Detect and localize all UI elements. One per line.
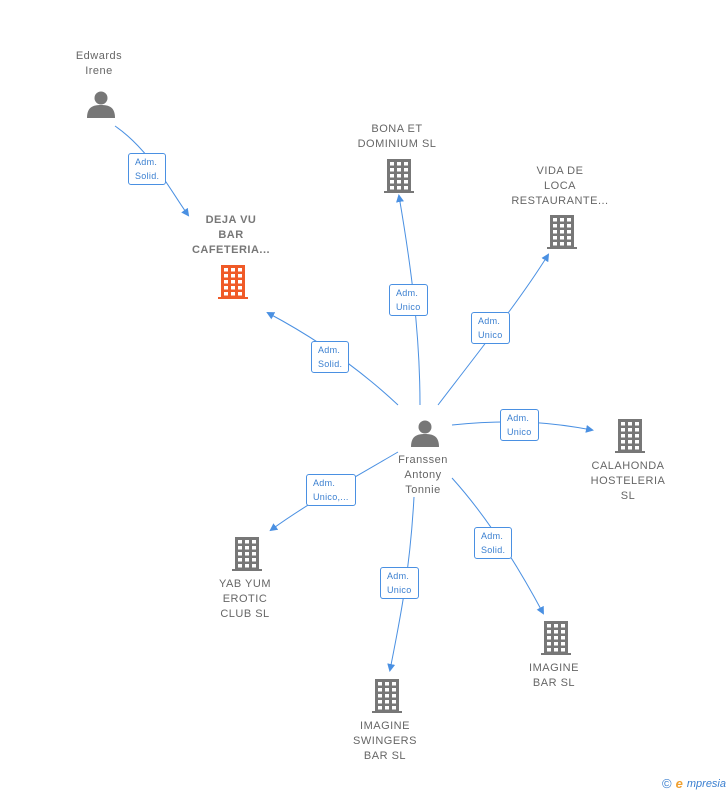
node-label-imagine_bar[interactable]: IMAGINE BAR SL <box>529 662 579 689</box>
edge-label[interactable]: Adm. Unico,... <box>306 474 356 506</box>
node-label-vida_de[interactable]: VIDA DE LOCA RESTAURANTE... <box>511 164 609 207</box>
edge-label[interactable]: Adm. Unico <box>500 409 539 441</box>
node-label-deja_vu[interactable]: DEJA VU BAR CAFETERIA... <box>191 213 271 256</box>
edge-label[interactable]: Adm. Solid. <box>474 527 513 559</box>
edge-label[interactable]: Adm. Unico <box>380 567 419 599</box>
node-label-bona_et[interactable]: BONA ET DOMINIUM SL <box>357 123 437 150</box>
building-icon-calahonda[interactable] <box>615 419 645 453</box>
brand-initial: e <box>675 776 683 791</box>
edge-label[interactable]: Adm. Unico <box>471 312 510 344</box>
building-icon-imagine_bar[interactable] <box>541 621 571 655</box>
building-icon-bona_et[interactable] <box>384 159 414 193</box>
brand-name: mpresia <box>686 777 726 790</box>
edge-label[interactable]: Adm. Solid. <box>128 153 167 185</box>
person-icon-edwards[interactable] <box>87 91 115 119</box>
edge-label[interactable]: Adm. Solid. <box>311 341 350 373</box>
node-label-franssen[interactable]: Franssen Antony Tonnie <box>398 453 448 496</box>
building-icon-deja_vu[interactable] <box>218 265 248 299</box>
copyright-icon: © <box>662 776 672 791</box>
node-label-imagine_swingers[interactable]: IMAGINE SWINGERS BAR SL <box>353 719 417 762</box>
building-icon-yab_yum[interactable] <box>232 537 262 571</box>
node-label-calahonda[interactable]: CALAHONDA HOSTELERIA SL <box>590 459 666 502</box>
node-label-edwards[interactable]: Edwards Irene <box>75 50 123 77</box>
node-label-yab_yum[interactable]: YAB YUM EROTIC CLUB SL <box>219 577 271 620</box>
building-icon-imagine_swingers[interactable] <box>372 679 402 713</box>
edge-label[interactable]: Adm. Unico <box>389 284 428 316</box>
person-icon-franssen[interactable] <box>411 420 439 448</box>
building-icon-vida_de[interactable] <box>547 215 577 249</box>
